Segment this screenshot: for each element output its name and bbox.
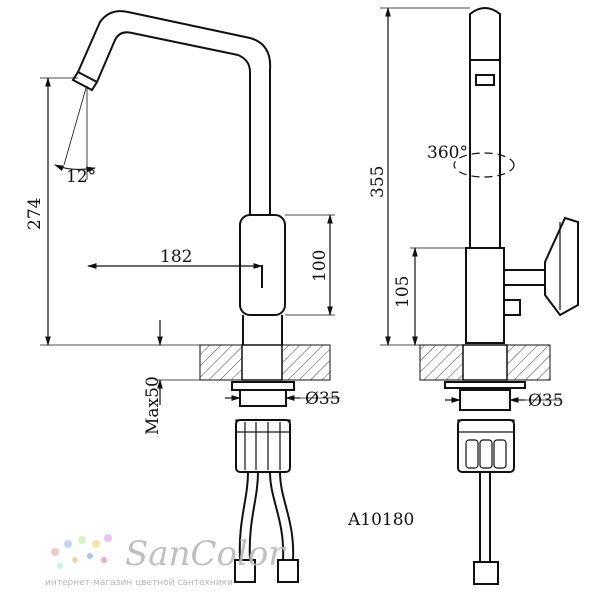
dim-355-label: 355 [368,166,388,198]
watermark-dots-icon [51,534,112,569]
right-view: 360° 355 105 [368,7,579,585]
handle-stem-upper [504,269,546,286]
dim-182-label: 182 [160,247,192,267]
watermark-tagline: интернет-магазин цветной сантехники [45,578,233,588]
base-neck [242,315,283,345]
aerator-side [475,74,495,86]
spout-inner-line [96,31,251,215]
dim-max50-label: Max50 [143,376,163,435]
hose-fitting-left-b [277,559,299,583]
connector-left [235,419,291,473]
dim-105-label: 105 [393,276,413,308]
rotation-ellipse [453,152,515,178]
left-view: 274 12° 182 100 Max50 Ø35 [25,10,341,583]
dim-274-label: 274 [25,198,45,230]
hose-left-b [269,471,285,561]
hose-left-b2 [279,471,295,561]
dim-100-label: 100 [310,250,330,282]
nut-right [459,389,511,411]
body-side [465,247,505,344]
handle-stem-lower [504,299,521,316]
hose-fitting-right [473,561,499,585]
mount-hole-right [462,344,508,381]
washer-left [231,381,295,391]
dim-dia-right-label: Ø35 [528,391,564,411]
spout-outer-line [77,10,272,215]
model-number: A10180 [347,510,414,530]
aerator [71,70,99,92]
spout-side [469,7,501,248]
nut-left [239,389,287,407]
watermark: SanColor интернет-магазин цветной сантех… [45,534,286,588]
dim-360-label: 360° [427,143,468,163]
mount-hole-left [241,344,283,381]
dim-angle-label: 12° [66,167,96,187]
hose-fitting-left-a [234,559,256,583]
washer-right [444,381,526,389]
dim-dia-left-label: Ø35 [305,389,341,409]
watermark-brand: SanColor [125,534,286,574]
handle-lever [544,216,579,317]
hose-left-a [238,471,249,561]
hose-left-a2 [248,471,259,561]
